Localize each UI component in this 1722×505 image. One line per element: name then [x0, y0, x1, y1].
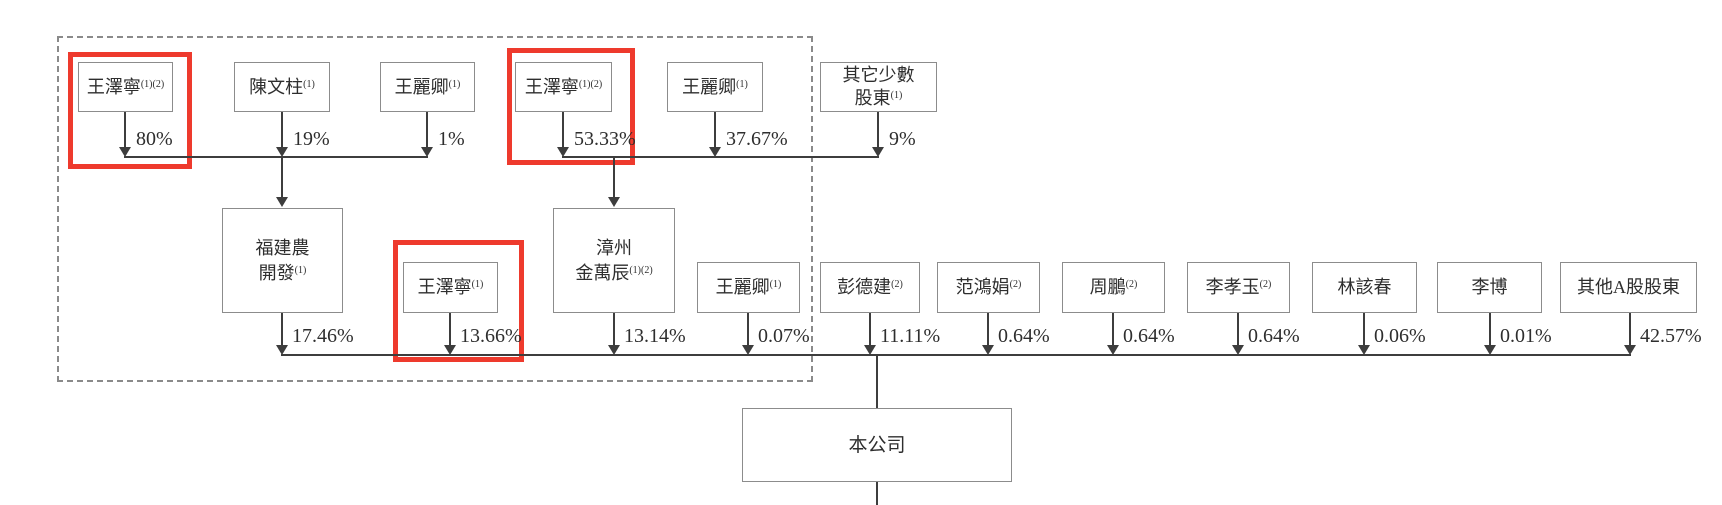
ownership-pct-label: 19%: [293, 128, 330, 150]
ownership-pct-label: 0.06%: [1374, 325, 1426, 347]
shareholder-wang-ze-ning-top-left: 王澤寧(1)(2): [78, 62, 173, 112]
connector-line: [1237, 313, 1239, 351]
shareholder-chen-wen-zhu: 陳文柱(1): [234, 62, 330, 112]
connector-line: [562, 112, 564, 154]
shareholder-fan-hong-juan: 范鴻娟(2): [937, 262, 1040, 313]
shareholder-wang-li-qing-1: 王麗卿(1): [380, 62, 475, 112]
ownership-pct-label: 9%: [889, 128, 916, 150]
shareholder-wang-li-qing-2: 王麗卿(1): [667, 62, 763, 112]
ownership-pct-label: 42.57%: [1640, 325, 1702, 347]
connector-line: [281, 158, 283, 198]
connector-bus: [562, 156, 879, 158]
company-fujian-nong-kaifa: 福建農 開發(1): [222, 208, 343, 313]
ownership-pct-label: 1%: [438, 128, 465, 150]
arrowhead-icon: [421, 147, 433, 157]
connector-bus: [281, 354, 1631, 356]
arrowhead-icon: [742, 345, 754, 355]
connector-line: [1629, 313, 1631, 351]
ownership-pct-label: 0.07%: [758, 325, 810, 347]
highlight-box-wang-ze-ning-80pct: [68, 52, 192, 169]
arrowhead-icon: [872, 147, 884, 157]
ownership-pct-label: 11.11%: [880, 325, 941, 347]
arrowhead-icon: [1624, 345, 1636, 355]
connector-line: [876, 482, 878, 505]
connector-line: [987, 313, 989, 351]
connector-line: [869, 313, 871, 351]
connected-shareholders-dashed-border: [57, 36, 813, 382]
arrowhead-icon: [864, 345, 876, 355]
connector-line: [1363, 313, 1365, 351]
connector-line: [714, 112, 716, 154]
arrowhead-icon: [1484, 345, 1496, 355]
ownership-pct-label: 0.01%: [1500, 325, 1552, 347]
ownership-pct-label: 13.66%: [460, 325, 522, 347]
connector-line: [1489, 313, 1491, 351]
ownership-pct-label: 0.64%: [1248, 325, 1300, 347]
arrowhead-icon: [276, 345, 288, 355]
connector-line: [124, 112, 126, 154]
arrowhead-icon: [982, 345, 994, 355]
connector-line: [281, 313, 283, 351]
connector-line: [426, 112, 428, 154]
ownership-pct-label: 0.64%: [1123, 325, 1175, 347]
arrowhead-icon: [608, 345, 620, 355]
ownership-pct-label: 17.46%: [292, 325, 354, 347]
arrowhead-icon: [444, 345, 456, 355]
connector-line: [449, 313, 451, 351]
shareholder-peng-de-jian: 彭德建(2): [820, 262, 920, 313]
ownership-pct-label: 53.33%: [574, 128, 636, 150]
connector-line: [747, 313, 749, 351]
shareholder-li-bo: 李博: [1437, 262, 1542, 313]
shareholder-li-xiao-yu: 李孝玉(2): [1187, 262, 1290, 313]
shareholder-wang-ze-ning-top-mid: 王澤寧(1)(2): [515, 62, 612, 112]
shareholder-wang-li-qing-middle: 王麗卿(1): [697, 262, 800, 313]
arrowhead-icon: [1358, 345, 1370, 355]
shareholder-wang-ze-ning-middle: 王澤寧(1): [403, 262, 498, 313]
connector-line: [876, 356, 878, 408]
company-zhangzhou-jin-wan-chen: 漳州 金萬辰(1)(2): [553, 208, 675, 313]
connector-line: [877, 112, 879, 154]
shareholder-other-a-share: 其他A股股東: [1560, 262, 1697, 313]
ownership-pct-label: 80%: [136, 128, 173, 150]
arrowhead-icon: [709, 147, 721, 157]
connector-line: [281, 112, 283, 154]
connector-bus: [124, 156, 428, 158]
company-box: 本公司: [742, 408, 1012, 482]
highlight-box-wang-ze-ning-53pct: [507, 48, 635, 165]
connector-line: [1112, 313, 1114, 351]
shareholder-lin-gai-chun: 林該春: [1312, 262, 1417, 313]
arrowhead-icon: [557, 147, 569, 157]
ownership-pct-label: 37.67%: [726, 128, 788, 150]
ownership-pct-label: 13.14%: [624, 325, 686, 347]
arrowhead-icon: [119, 147, 131, 157]
shareholder-other-minority: 其它少數 股東(1): [820, 62, 937, 112]
arrowhead-icon: [1232, 345, 1244, 355]
shareholder-zhou-peng: 周鵬(2): [1062, 262, 1165, 313]
arrowhead-icon: [276, 147, 288, 157]
arrowhead-icon: [276, 197, 288, 207]
highlight-box-wang-ze-ning-13pct: [393, 240, 524, 362]
connector-line: [613, 158, 615, 198]
arrowhead-icon: [1107, 345, 1119, 355]
connector-line: [613, 313, 615, 351]
ownership-pct-label: 0.64%: [998, 325, 1050, 347]
arrowhead-icon: [608, 197, 620, 207]
